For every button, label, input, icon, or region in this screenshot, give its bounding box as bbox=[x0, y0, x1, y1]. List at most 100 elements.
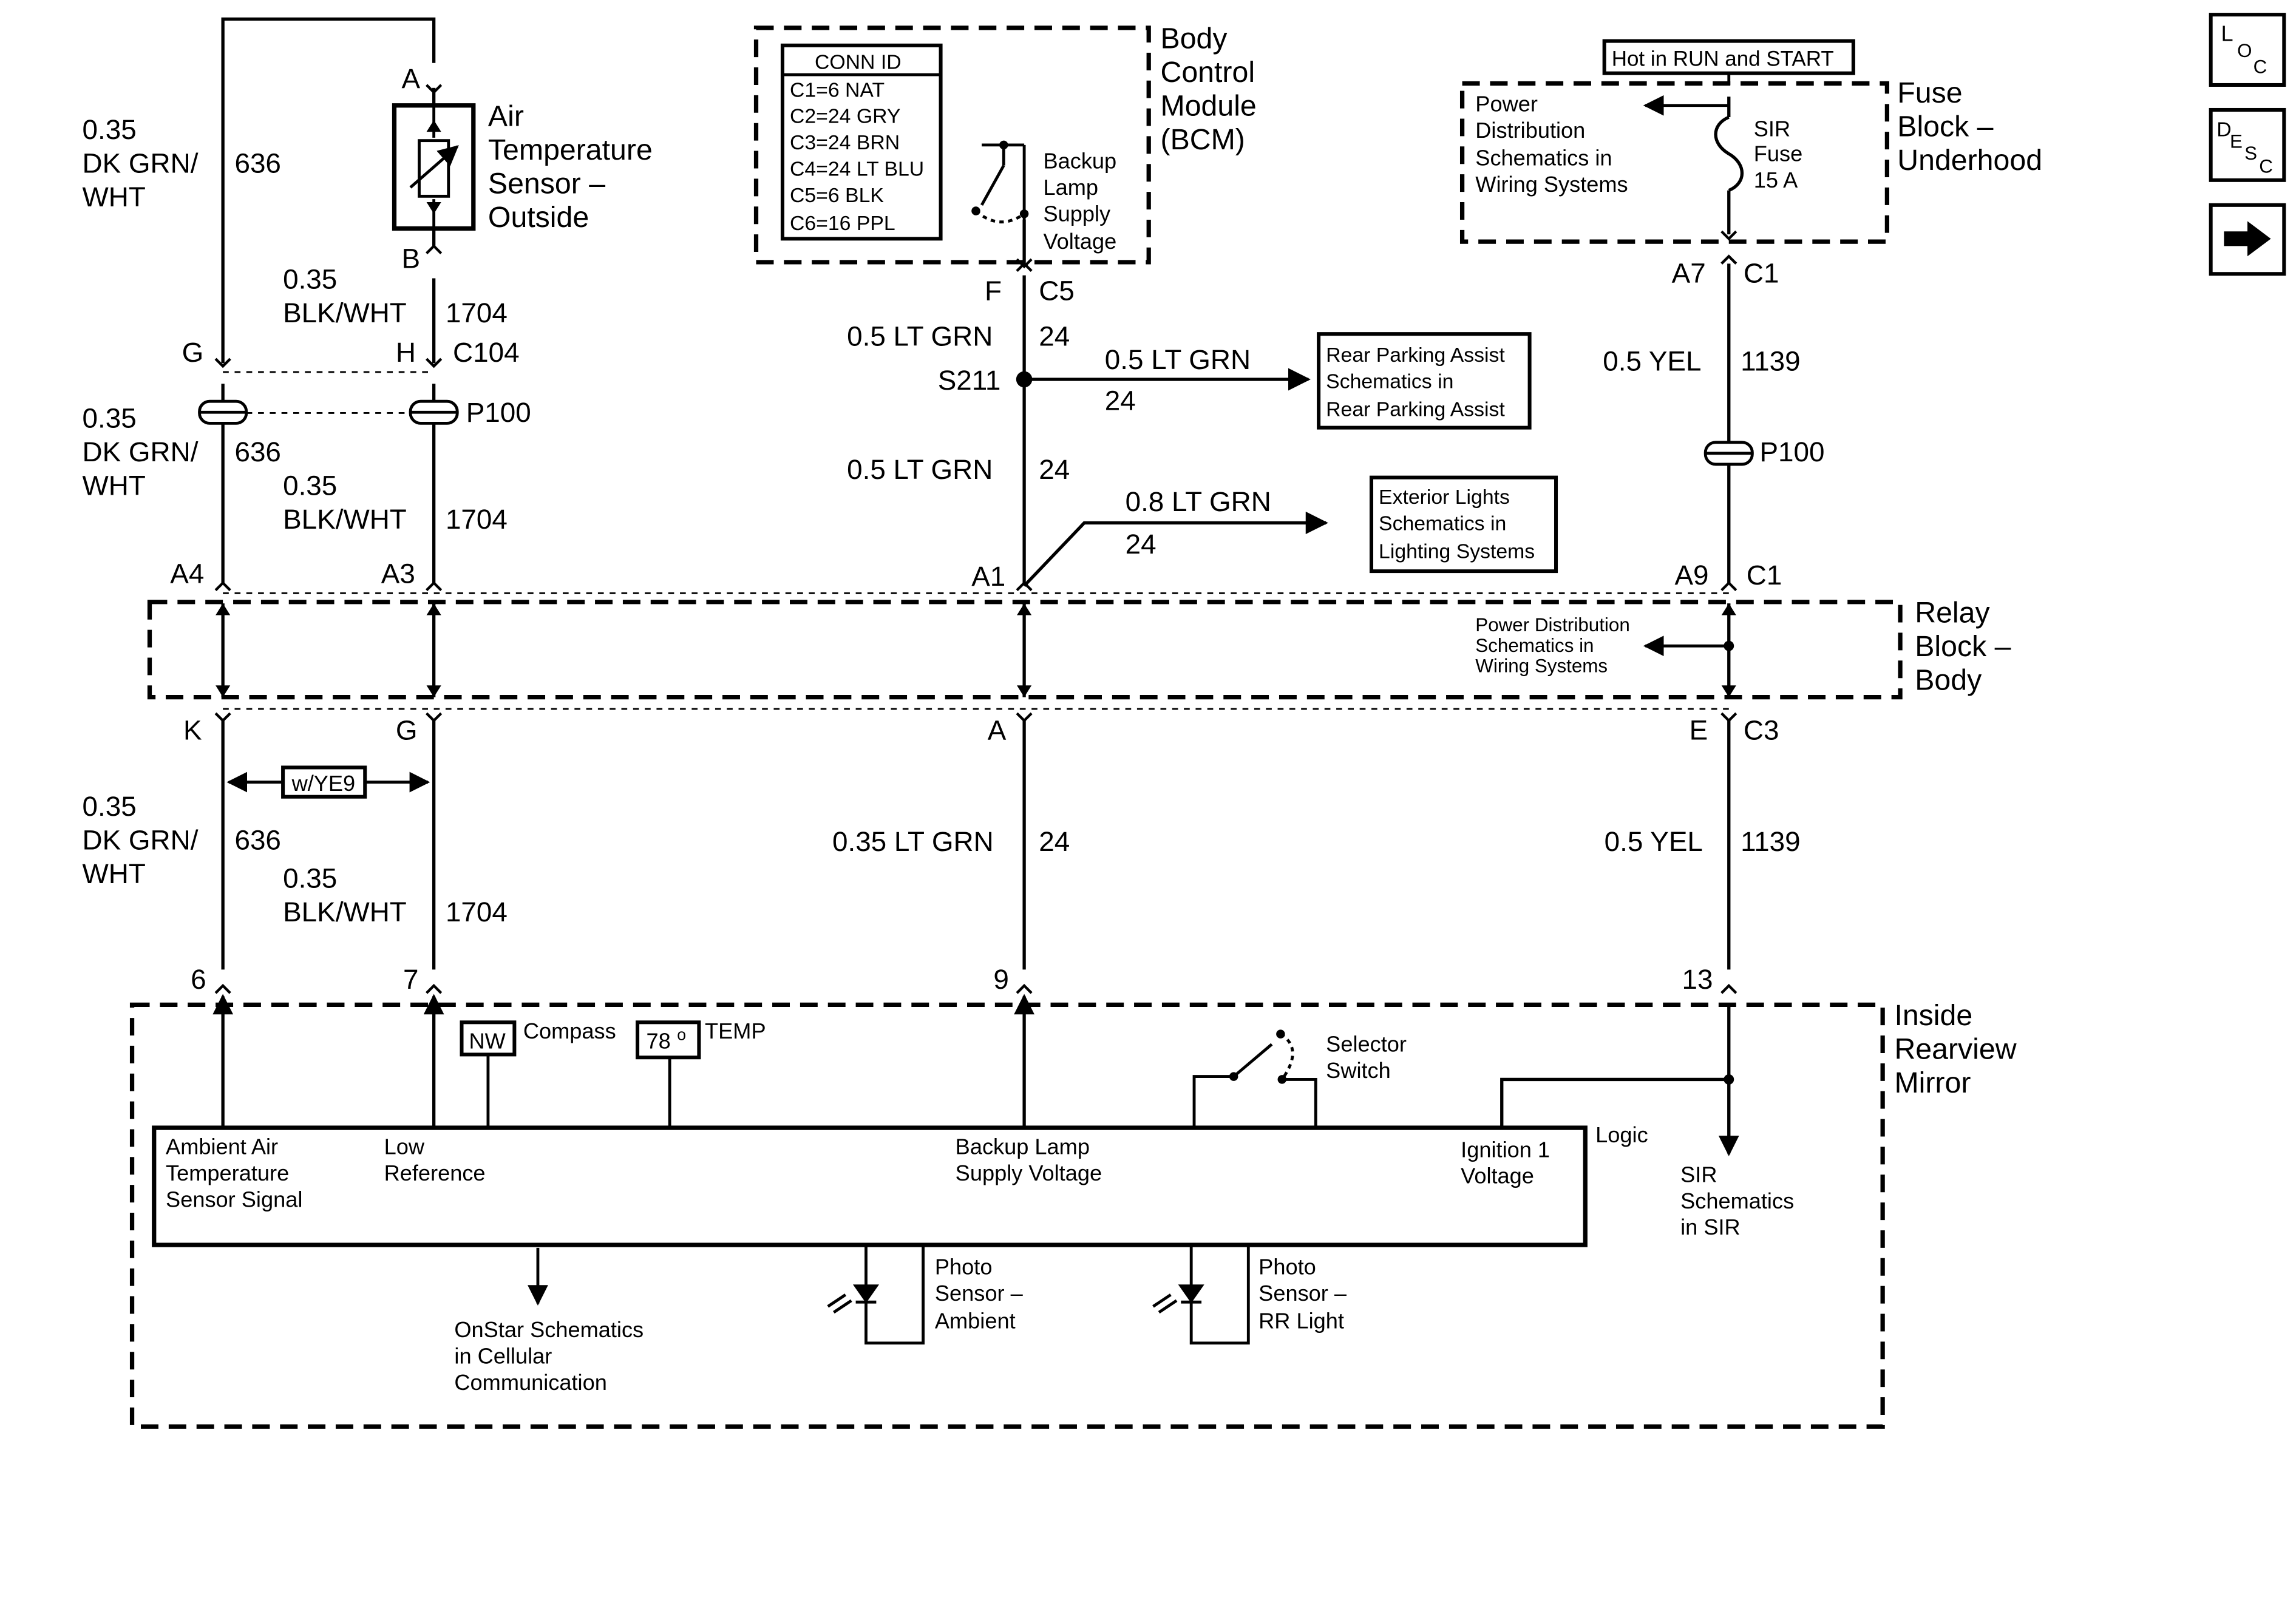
pin-label: A3 bbox=[381, 558, 415, 589]
pin-label: 13 bbox=[1682, 964, 1713, 995]
wire-circuit: 24 bbox=[1126, 529, 1156, 560]
svg-text:Exterior Lights: Exterior Lights bbox=[1379, 486, 1510, 509]
wire-label: 0.5 LT GRN bbox=[847, 320, 993, 351]
fuse-block-name: Underhood bbox=[1897, 144, 2042, 177]
svg-text:Hot in RUN and START: Hot in RUN and START bbox=[1612, 47, 1834, 71]
bcm-name: (BCM) bbox=[1161, 123, 1245, 156]
next-page-button[interactable] bbox=[2209, 203, 2286, 276]
pin-label: A bbox=[988, 715, 1007, 746]
compass-value: NW bbox=[469, 1029, 506, 1054]
wire-gauge: 0.35 bbox=[283, 263, 337, 294]
exterior-lights-ref[interactable]: Exterior Lights Schematics in Lighting S… bbox=[1369, 475, 1558, 574]
bcm-name: Control bbox=[1161, 56, 1255, 89]
bcm-box bbox=[753, 25, 1151, 265]
selector-switch-icon bbox=[1192, 1032, 1317, 1128]
wire-gauge: 0.35 bbox=[283, 470, 337, 501]
mirror-box bbox=[129, 1002, 1885, 1429]
fuse-block-name: Fuse bbox=[1897, 76, 1962, 109]
wire-color: DK GRN/ bbox=[83, 148, 199, 179]
wire-circuit: 1139 bbox=[1741, 346, 1801, 377]
fuse-block-name: Block – bbox=[1897, 110, 1993, 143]
relay-block-name: Relay bbox=[1915, 597, 1990, 629]
photo-sensor-label: Photo bbox=[935, 1254, 993, 1279]
wire-gauge: 0.35 bbox=[83, 791, 137, 822]
power-dist-relay-ref: Schematics in bbox=[1475, 635, 1594, 656]
loc-c: C bbox=[2254, 56, 2267, 78]
mirror-name: Mirror bbox=[1894, 1066, 1971, 1099]
pin-label: 9 bbox=[993, 964, 1009, 995]
conn-id-row: C6=16 PPL bbox=[790, 212, 895, 235]
desc-button[interactable]: D E S C bbox=[2209, 107, 2286, 182]
fuse-label: Fuse bbox=[1754, 141, 1802, 166]
svg-text:Rear Parking Assist: Rear Parking Assist bbox=[1326, 344, 1505, 367]
fuse-icon bbox=[1714, 115, 1744, 192]
bcm-switch-label: Supply bbox=[1043, 201, 1111, 226]
pin-label: 6 bbox=[191, 964, 206, 995]
power-dist-ref: Schematics in bbox=[1475, 146, 1612, 171]
conn-id-row: C1=6 NAT bbox=[790, 78, 885, 101]
conn-id-title: CONN ID bbox=[815, 50, 902, 73]
wire-gauge: 0.35 bbox=[83, 403, 137, 434]
wire-circuit: 24 bbox=[1039, 320, 1070, 351]
relay-block-name: Block – bbox=[1915, 630, 2011, 663]
photo-sensor-label: Ambient bbox=[935, 1309, 1016, 1334]
svg-text:Lighting Systems: Lighting Systems bbox=[1379, 540, 1535, 563]
bcm-switch-icon bbox=[974, 143, 1026, 223]
photo-sensor-label: Sensor – bbox=[935, 1281, 1024, 1306]
wire-label: 0.5 LT GRN bbox=[1105, 344, 1251, 375]
selector-label: Selector bbox=[1326, 1032, 1407, 1057]
sensor-name: Temperature bbox=[488, 134, 653, 166]
sir-ref: in SIR bbox=[1680, 1215, 1741, 1239]
connector-label: C5 bbox=[1039, 276, 1075, 307]
pin-label: A9 bbox=[1674, 560, 1708, 591]
compass-display bbox=[460, 1020, 517, 1128]
svg-text:Rear Parking Assist: Rear Parking Assist bbox=[1326, 398, 1505, 421]
connector-label: P100 bbox=[1759, 436, 1824, 467]
pin-label: E bbox=[1690, 715, 1708, 746]
splice-label: S211 bbox=[938, 365, 1001, 396]
wire-label: 0.5 YEL bbox=[1605, 826, 1703, 857]
connector-label: C104 bbox=[453, 337, 520, 368]
power-dist-ref: Power bbox=[1475, 91, 1538, 116]
pin-label: A bbox=[402, 63, 421, 94]
pin-label: G bbox=[396, 715, 418, 746]
connector-label: C3 bbox=[1744, 715, 1779, 746]
pin-function: Sensor Signal bbox=[166, 1187, 302, 1212]
wire-circuit: 24 bbox=[1039, 454, 1070, 485]
pin-label: F bbox=[985, 276, 1002, 307]
desc-d: D bbox=[2216, 118, 2231, 141]
conn-id-row: C4=24 LT BLU bbox=[790, 158, 924, 181]
wire-gauge: 0.35 bbox=[283, 863, 337, 893]
selector-label: Switch bbox=[1326, 1058, 1391, 1083]
bcm-name: Body bbox=[1161, 22, 1228, 55]
wire-circuit: 636 bbox=[234, 436, 280, 467]
loc-button[interactable]: L O C bbox=[2209, 13, 2286, 87]
wire-circuit: 636 bbox=[234, 148, 280, 179]
photo-sensor-label: RR Light bbox=[1258, 1309, 1344, 1334]
power-dist-ref: Distribution bbox=[1475, 118, 1585, 143]
sensor-name: Air bbox=[488, 100, 524, 133]
photo-sensor-ambient-icon bbox=[827, 1245, 925, 1345]
fuse-label: SIR bbox=[1754, 116, 1790, 141]
desc-e: E bbox=[2230, 131, 2243, 152]
wire-circuit: 24 bbox=[1039, 826, 1070, 857]
wire-color: DK GRN/ bbox=[83, 825, 199, 856]
sir-ref: Schematics bbox=[1680, 1188, 1794, 1213]
pin-label: A4 bbox=[170, 558, 204, 589]
p100-connector-icon bbox=[198, 399, 1754, 466]
pin-function: Ignition 1 bbox=[1461, 1137, 1550, 1162]
pin-label: H bbox=[396, 337, 416, 368]
photo-sensor-label: Photo bbox=[1258, 1254, 1316, 1279]
sir-ref: SIR bbox=[1680, 1162, 1717, 1187]
conn-id-row: C3=24 BRN bbox=[790, 131, 900, 154]
air-temp-sensor-icon bbox=[392, 103, 476, 231]
wire-label: 0.35 LT GRN bbox=[832, 826, 994, 857]
rear-parking-ref[interactable]: Rear Parking Assist Schematics in Rear P… bbox=[1317, 332, 1532, 430]
wire-color: WHT bbox=[83, 858, 146, 889]
loc-l: L bbox=[2221, 21, 2233, 46]
wire-color: DK GRN/ bbox=[83, 436, 199, 467]
wire-color: WHT bbox=[83, 470, 146, 501]
logic-label: Logic bbox=[1595, 1122, 1648, 1147]
